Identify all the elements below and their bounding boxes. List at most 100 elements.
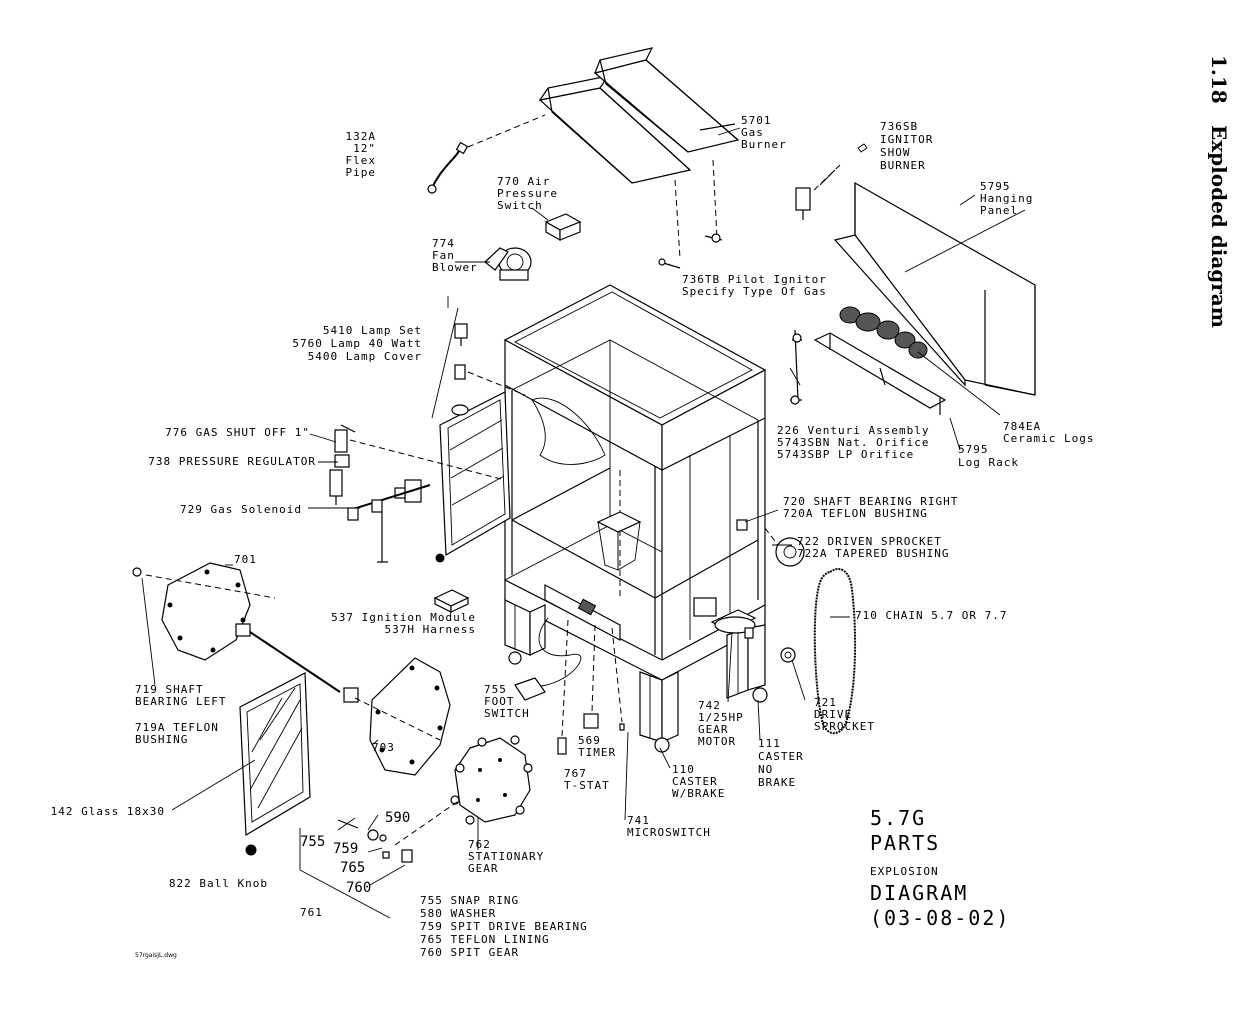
label-l5795hp-line-1: Hanging <box>980 192 1033 205</box>
label-legend-line-2: 759 SPIT DRIVE BEARING <box>420 920 588 933</box>
glass-door-drawing <box>239 672 311 856</box>
label-l142: 142 Glass 18x30 <box>51 805 165 818</box>
log-rack-drawing <box>790 329 947 415</box>
lamp-set-drawing <box>431 307 469 419</box>
label-l721-line-0: 721 <box>814 696 837 709</box>
title-line-5: (03-08-02) <box>870 906 1010 930</box>
ceramic-logs-drawing <box>839 306 928 359</box>
title-line-4: DIAGRAM <box>870 881 968 905</box>
spit-parts-drawing <box>337 819 413 863</box>
label-l762-line-2: GEAR <box>468 862 499 875</box>
label-l736sb-line-3: BURNER <box>880 159 926 172</box>
label-l755a: 755 <box>300 834 325 850</box>
small-controls-drawing <box>514 617 625 755</box>
label-l569-line-1: TIMER <box>578 746 616 759</box>
section-number: 1.18 <box>1207 55 1231 104</box>
chain-drawing <box>813 568 857 735</box>
label-l537-line-0: 537 Ignition Module <box>331 611 476 624</box>
label-l132a-line-3: Pipe <box>346 166 377 179</box>
label-l822: 822 Ball Knob <box>169 877 268 890</box>
label-legend-line-3: 765 TEFLON LINING <box>420 933 550 946</box>
label-l720-line-0: 720 SHAFT BEARING RIGHT <box>783 495 958 508</box>
label-l703: 703 <box>372 741 395 754</box>
title-block: 5.7G PARTS EXPLOSION DIAGRAM (03-08-02) <box>870 806 1010 930</box>
label-l776: 776 GAS SHUT OFF 1" <box>165 426 310 439</box>
label-l759: 759 <box>333 841 358 857</box>
label-l5701-line-1: Gas <box>741 126 764 139</box>
label-l110-line-0: 110 <box>672 763 695 776</box>
label-l762-line-0: 762 <box>468 838 491 851</box>
label-l742-line-1: 1/25HP <box>698 711 744 724</box>
label-l736sb-line-1: IGNITOR <box>880 133 933 146</box>
fan-blower-drawing <box>484 247 532 281</box>
label-l784ea-line-0: 784EA <box>1003 420 1041 433</box>
leader-lines <box>141 127 1001 919</box>
label-l226-line-1: 5743SBN Nat. Orifice <box>777 436 929 449</box>
label-l770-line-1: Pressure <box>497 187 558 200</box>
label-l721-line-2: SPROCKET <box>814 720 875 733</box>
label-l774-line-1: Fan <box>432 249 455 262</box>
label-l5795hp-line-2: Panel <box>980 204 1018 217</box>
label-l569-line-0: 569 <box>578 734 601 747</box>
gear-motor-drawing <box>693 597 757 639</box>
gas-burner-drawing <box>538 47 740 184</box>
title-line-1: 5.7G <box>870 806 926 830</box>
title-line-3: EXPLOSION <box>870 865 939 878</box>
label-l110-line-2: W/BRAKE <box>672 787 725 800</box>
spit-wheel-right-drawing <box>343 657 451 776</box>
flex-pipe-drawing <box>427 141 469 194</box>
label-l765: 765 <box>340 860 365 876</box>
label-l755fs-line-2: SWITCH <box>484 707 530 720</box>
side-title: 1.18 Exploded diagram <box>1207 55 1231 328</box>
label-l729: 729 Gas Solenoid <box>180 503 302 516</box>
label-l742-line-2: GEAR <box>698 723 729 736</box>
label-legend-line-4: 760 SPIT GEAR <box>420 946 519 959</box>
label-l721-line-1: DRIVE <box>814 708 852 721</box>
label-l741-line-0: 741 <box>627 814 650 827</box>
label-l226-line-0: 226 Venturi Assembly <box>777 424 929 437</box>
label-l767-line-1: T-STAT <box>564 779 610 792</box>
label-l755fs-line-0: 755 <box>484 683 507 696</box>
label-l736sb-line-2: SHOW <box>880 146 911 159</box>
label-l719a-line-1: BUSHING <box>135 733 188 746</box>
label-l226-line-2: 5743SBP LP Orifice <box>777 448 914 461</box>
label-l742-line-0: 742 <box>698 699 721 712</box>
air-pressure-switch-drawing <box>544 213 582 242</box>
stationary-gear-drawing <box>450 735 533 825</box>
file-name: 57rgaisJL.dwg <box>135 952 177 959</box>
label-l770-line-0: 770 Air <box>497 175 550 188</box>
label-l5795lr-line-1: Log Rack <box>958 456 1019 469</box>
spit-wheel-left-drawing <box>161 562 251 661</box>
title-line-2: PARTS <box>870 831 940 855</box>
label-l736tb-line-0: 736TB Pilot Ignitor <box>682 273 827 286</box>
label-l720-line-1: 720A TEFLON BUSHING <box>783 507 928 520</box>
label-l5701-line-2: Burner <box>741 138 787 151</box>
label-l761: 761 <box>300 906 323 919</box>
label-l132a-line-1: 12" <box>353 142 376 155</box>
label-l722-line-1: 722A TAPERED BUSHING <box>797 547 949 560</box>
heat-box-drawing <box>596 511 642 571</box>
label-l5410-line-0: 5410 Lamp Set <box>323 324 422 337</box>
label-l736tb-line-1: Specify Type Of Gas <box>682 285 827 298</box>
hanging-panel-drawing <box>833 181 1036 396</box>
door-drawing <box>435 391 511 563</box>
pilot-igniter-drawing <box>658 233 723 269</box>
label-l5410-line-1: 5760 Lamp 40 Watt <box>292 337 422 350</box>
label-l755fs-line-1: FOOT <box>484 695 515 708</box>
section-heading: Exploded diagram <box>1207 125 1231 328</box>
label-l738: 738 PRESSURE REGULATOR <box>148 455 316 468</box>
label-legend-line-0: 755 SNAP RING <box>420 894 519 907</box>
label-l784ea-line-1: Ceramic Logs <box>1003 432 1094 445</box>
label-l719a-line-0: 719A TEFLON <box>135 721 219 734</box>
gas-valve-cluster-drawing <box>329 424 431 563</box>
label-l701: 701 <box>234 553 257 566</box>
label-l110-line-1: CASTER <box>672 775 718 788</box>
cabinet-drawing <box>503 284 767 681</box>
label-l537-line-1: 537H Harness <box>385 623 476 636</box>
label-l590: 590 <box>385 810 410 826</box>
label-l722-line-0: 722 DRIVEN SPROCKET <box>797 535 942 548</box>
label-l770-line-2: Switch <box>497 199 543 212</box>
label-l719-line-0: 719 SHAFT <box>135 683 204 696</box>
